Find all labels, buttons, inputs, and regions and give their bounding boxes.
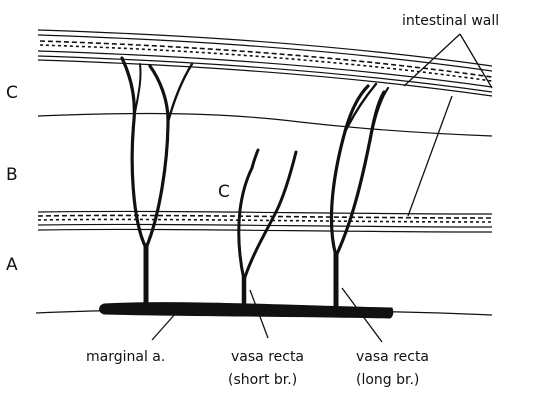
upper-intestinal-wall: [38, 30, 492, 96]
label-zone-a: A: [6, 255, 18, 275]
label-vasa-recta-long: vasa recta: [356, 349, 429, 365]
vasa-recta-long-right: [331, 84, 388, 306]
zone-boundary-cb: [38, 114, 492, 136]
label-vasa-recta-short-sub: (short br.): [228, 372, 297, 388]
lower-intestinal-wall: [38, 211, 492, 232]
label-vasa-recta-long-sub: (long br.): [356, 372, 419, 388]
label-zone-b: B: [6, 165, 18, 185]
label-intestinal-wall: intestinal wall: [402, 13, 499, 29]
vasa-recta-long-left: [122, 58, 192, 306]
label-vasa-recta-short: vasa recta: [231, 349, 304, 365]
label-marginal-artery: marginal a.: [86, 349, 165, 365]
label-c-marker: C: [218, 182, 230, 202]
label-zone-c: C: [6, 83, 18, 103]
vasa-recta-short: [239, 150, 296, 306]
